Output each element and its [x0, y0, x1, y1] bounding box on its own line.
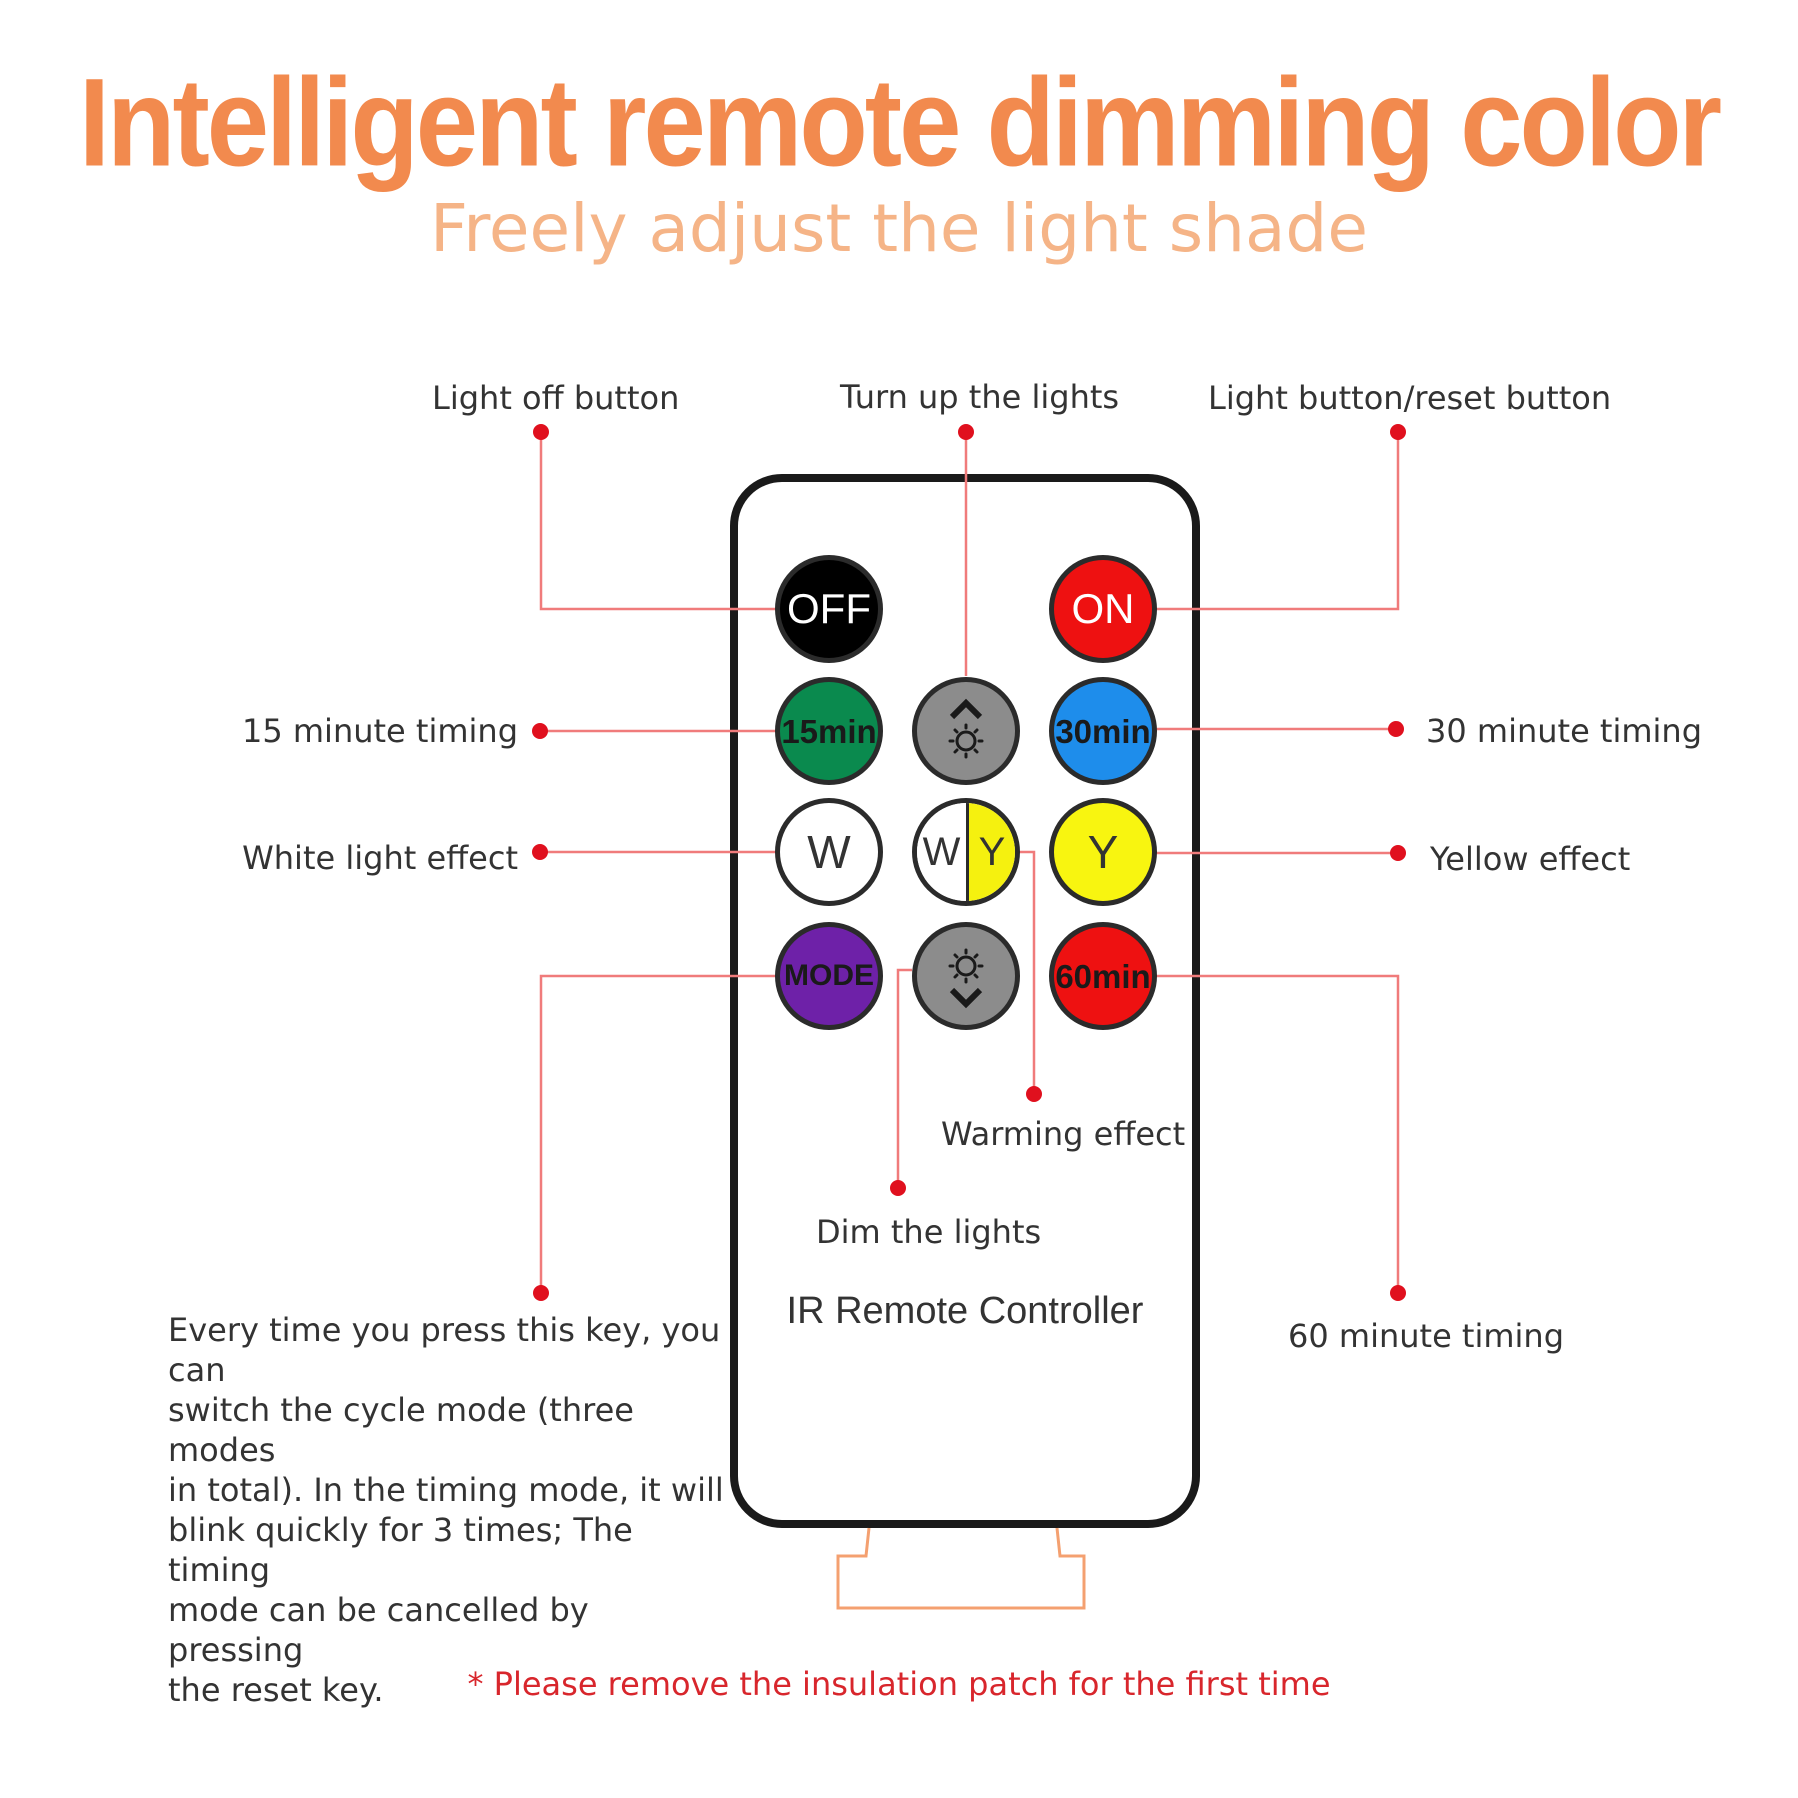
dot-mode [533, 1285, 549, 1301]
brighten-button[interactable] [912, 677, 1020, 785]
leader-light-off [539, 432, 783, 611]
yellow-light-button[interactable]: Y [1049, 798, 1157, 906]
subtitle: Freely adjust the light shade [430, 190, 1368, 267]
timer-15min-label: 15min [781, 712, 877, 750]
timer-60min-label: 60min [1055, 957, 1151, 995]
dim-button[interactable] [912, 922, 1020, 1030]
dot-warming [1026, 1086, 1042, 1102]
timer-30min-button[interactable]: 30min [1049, 677, 1157, 785]
main-title: Intelligent remote dimming color [78, 52, 1722, 193]
label-light-off: Light off button [432, 379, 680, 417]
mode-description-line: Every time you press this key, you can [168, 1311, 721, 1389]
leader-timing60 [1151, 974, 1400, 1293]
brightness-down-icon [948, 948, 984, 1009]
white-light-button[interactable]: W [775, 798, 883, 906]
warm-divider [966, 803, 969, 901]
on-button[interactable]: ON [1049, 555, 1157, 663]
leader-warming [1019, 850, 1036, 1094]
dot-timing60 [1390, 1285, 1406, 1301]
on-button-label: ON [1071, 585, 1135, 632]
mode-button[interactable]: MODE [775, 922, 883, 1030]
timer-30min-label: 30min [1055, 712, 1151, 750]
warm-left-half: W [917, 803, 966, 901]
mode-description-line: switch the cycle mode (three modes [168, 1391, 634, 1469]
leader-mode [539, 974, 783, 1293]
remote-model-label: IR Remote Controller [786, 1290, 1144, 1332]
dot-timing15 [532, 723, 548, 739]
dot-white [532, 844, 548, 860]
warm-left-label: W [922, 830, 961, 874]
brightness-up-icon [948, 698, 984, 759]
white-light-label: W [807, 826, 851, 878]
timer-15min-button[interactable]: 15min [775, 677, 883, 785]
dot-light-reset [1390, 424, 1406, 440]
insulation-note: * Please remove the insulation patch for… [467, 1665, 1331, 1703]
label-white-effect: White light effect [242, 839, 518, 877]
label-warming: Warming effect [941, 1115, 1186, 1153]
mode-description-line: in total). In the timing mode, it will [168, 1471, 724, 1509]
leader-light-reset [1151, 432, 1400, 611]
warm-white-yellow-button[interactable]: W Y [912, 798, 1020, 906]
off-button-label: OFF [787, 585, 871, 632]
off-button[interactable]: OFF [775, 555, 883, 663]
label-yellow-effect: Yellow effect [1430, 840, 1631, 878]
dot-yellow [1390, 845, 1406, 861]
dot-timing30 [1388, 721, 1404, 737]
label-timing30: 30 minute timing [1426, 712, 1703, 750]
mode-button-label: MODE [784, 959, 874, 992]
dot-turn-up [958, 424, 974, 440]
label-turn-up: Turn up the lights [840, 378, 1120, 416]
dot-light-off [533, 424, 549, 440]
mode-description-line: blink quickly for 3 times; The timing [168, 1511, 633, 1589]
label-timing15: 15 minute timing [241, 712, 518, 750]
warm-right-label: Y [978, 830, 1006, 874]
mode-description-line: the reset key. [168, 1671, 384, 1709]
warm-right-half: Y [969, 803, 1015, 901]
dot-dim [890, 1180, 906, 1196]
label-light-reset: Light button/reset button [1208, 379, 1612, 417]
mode-description-line: mode can be cancelled by pressing [168, 1591, 589, 1669]
label-timing60: 60 minute timing [1288, 1317, 1565, 1355]
timer-60min-button[interactable]: 60min [1049, 922, 1157, 1030]
yellow-light-label: Y [1087, 826, 1119, 878]
mode-description: Every time you press this key, you can s… [168, 1310, 728, 1710]
label-dim: Dim the lights [816, 1213, 1042, 1251]
leader-dim [896, 968, 912, 1188]
